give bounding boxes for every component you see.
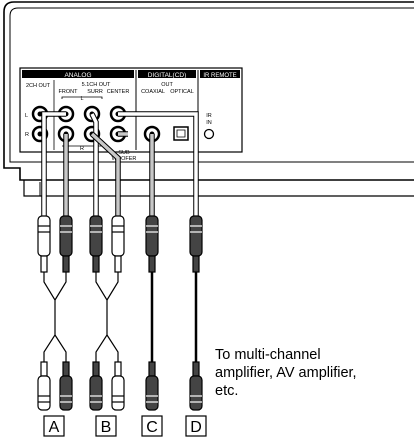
svg-text:B: B: [101, 419, 112, 436]
ir-remote-title: IR REMOTE: [203, 73, 236, 79]
analog-header-bar: [22, 70, 134, 78]
label-ir: IR: [206, 113, 212, 119]
top-plug-a-left: [37, 215, 51, 273]
top-plug-a-right: [59, 215, 73, 273]
rear-panel: [19, 67, 243, 153]
ir-header-bar: [200, 70, 240, 78]
cable-label-c: C: [141, 415, 163, 437]
label-2ch-out: 2CH OUT: [26, 83, 51, 89]
caption-line-2: amplifier, AV amplifier,: [215, 365, 357, 381]
label-out: OUT: [161, 82, 173, 88]
caption-line-1: To multi-channel: [215, 347, 321, 363]
top-plug-b-right: [111, 215, 125, 273]
cable-wires: [41, 111, 199, 216]
label-5-1ch-out: 5.1CH OUT: [82, 82, 111, 88]
cable-label-d: D: [185, 415, 207, 437]
top-plug-b-left: [89, 215, 103, 273]
jack-ir-in: [203, 128, 215, 140]
cable-runs: [43, 272, 198, 362]
destination-caption: To multi-channel amplifier, AV amplifier…: [215, 346, 411, 400]
digital-title: DIGITAL(CD): [148, 72, 187, 79]
analog-title: ANALOG: [64, 72, 91, 79]
bottom-plug-b-right: [111, 361, 125, 411]
caption-line-3: etc.: [215, 383, 239, 399]
top-plug-c: [145, 215, 159, 273]
device-body: [3, 1, 414, 197]
top-plug-d: [189, 215, 203, 273]
label-ir-in: IN: [206, 120, 212, 126]
cable-label-a: A: [43, 415, 65, 437]
label-l-bracket: L: [80, 96, 83, 102]
label-woofer: WOOFER: [112, 156, 137, 162]
label-front: FRONT: [59, 89, 79, 95]
bottom-plug-a-right: [59, 361, 73, 411]
label-center: CENTER: [107, 89, 130, 95]
label-optical: OPTICAL: [170, 89, 194, 95]
bottom-plug-c: [145, 361, 159, 411]
svg-text:D: D: [190, 419, 202, 436]
label-coaxial: COAXIAL: [141, 89, 165, 95]
digital-header-bar: [138, 70, 196, 78]
svg-text:A: A: [49, 419, 60, 436]
bottom-plug-a-left: [37, 361, 51, 411]
cable-label-b: B: [95, 415, 117, 437]
label-r-side: R: [25, 132, 29, 138]
bottom-plug-b-left: [89, 361, 103, 411]
label-l-side: L: [25, 113, 28, 119]
bottom-plug-d: [189, 361, 203, 411]
svg-text:C: C: [146, 419, 158, 436]
label-r-bracket: R: [80, 146, 84, 152]
label-sub: SUB: [118, 150, 130, 156]
label-surr: SURR: [87, 89, 103, 95]
optical-port: [173, 126, 189, 141]
